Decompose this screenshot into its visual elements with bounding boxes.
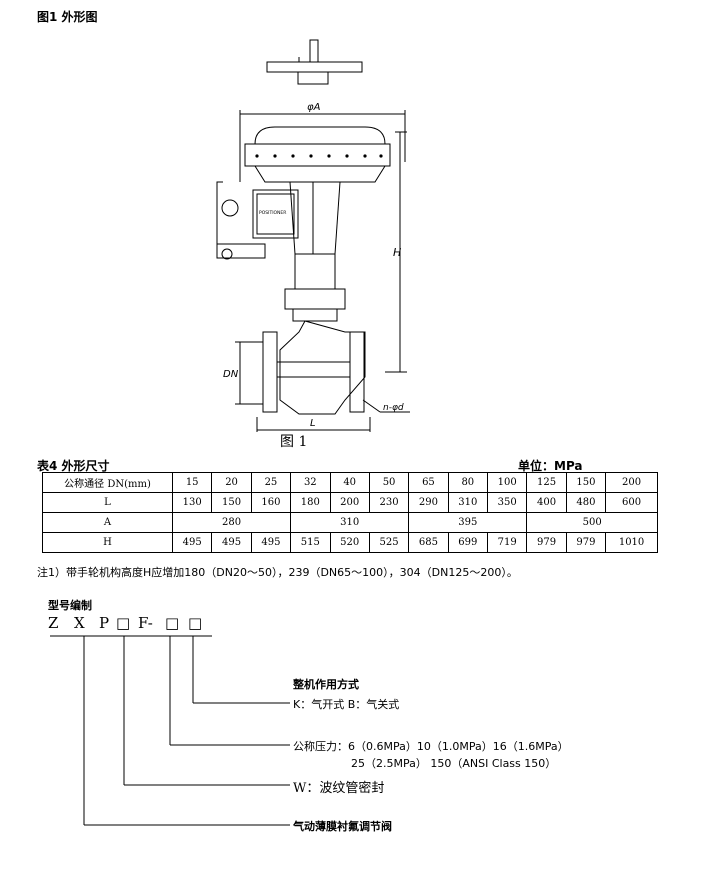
code-box: □ — [188, 614, 203, 632]
table-unit: 单位：MPa — [518, 459, 583, 473]
table-row: H 495 495 495 515 520 525 685 699 719 97… — [42, 532, 658, 553]
table-title: 表4 外形尺寸 — [37, 459, 110, 473]
h-label: H — [393, 246, 401, 259]
table-cell: 685 — [408, 532, 449, 553]
n-phi-d-label: n-φd — [383, 403, 404, 413]
bolt-row — [255, 154, 383, 158]
table-cell: 525 — [368, 532, 410, 553]
code-letter: Z — [48, 614, 59, 632]
table-cell: 480 — [565, 492, 607, 513]
phi-a-label: φA — [307, 102, 321, 113]
table-row: 公称通径 DN(mm) 15 20 25 32 40 50 65 80 100 … — [42, 472, 658, 493]
pressure-line-1: 公称压力：6（0.6MPa）10（1.0MPa）16（1.6MPa） — [293, 740, 569, 753]
table-cell: 520 — [329, 532, 370, 553]
dimension-table: 公称通径 DN(mm) 15 20 25 32 40 50 65 80 100 … — [42, 472, 658, 553]
code-box: □ — [116, 614, 131, 632]
mode-title: 整机作用方式 — [293, 678, 359, 691]
product-label: 气动薄膜衬氟调节阀 — [293, 820, 392, 833]
table-cell: 495 — [171, 532, 213, 553]
table-cell: 979 — [565, 532, 607, 553]
table-cell: 979 — [526, 532, 567, 553]
figure-caption: 图 1 — [280, 434, 308, 450]
code-box: □ — [165, 614, 180, 632]
table-row: A 280 310 395 500 — [42, 512, 658, 533]
positioner-label: POSITIONER — [259, 210, 286, 216]
figure-title: 图1 外形图 — [37, 10, 98, 24]
code-letter: X — [74, 614, 85, 632]
code-letter: F- — [138, 614, 153, 632]
table-note: 注1）带手轮机构高度H应增加180（DN20～50），239（DN65～100）… — [37, 566, 518, 579]
table-cell: 719 — [486, 532, 528, 553]
table-cell: 495 — [250, 532, 292, 553]
code-letter: P — [99, 614, 110, 632]
table-row: L 130 150 160 180 200 230 290 310 350 40… — [42, 492, 658, 513]
dn-label: DN — [223, 369, 239, 380]
model-title: 型号编制 — [48, 599, 92, 612]
pressure-line-2: 25（2.5MPa） 150（ANSI Class 150） — [351, 757, 557, 770]
table-cell: 1010 — [605, 532, 658, 553]
l-label: L — [310, 418, 316, 429]
mode-values: K：气开式 B：气关式 — [293, 698, 400, 711]
valve-drawing: φA POSITIONER H DN L n-φd — [216, 39, 410, 432]
seal-label: W：波纹管密封 — [293, 781, 385, 796]
